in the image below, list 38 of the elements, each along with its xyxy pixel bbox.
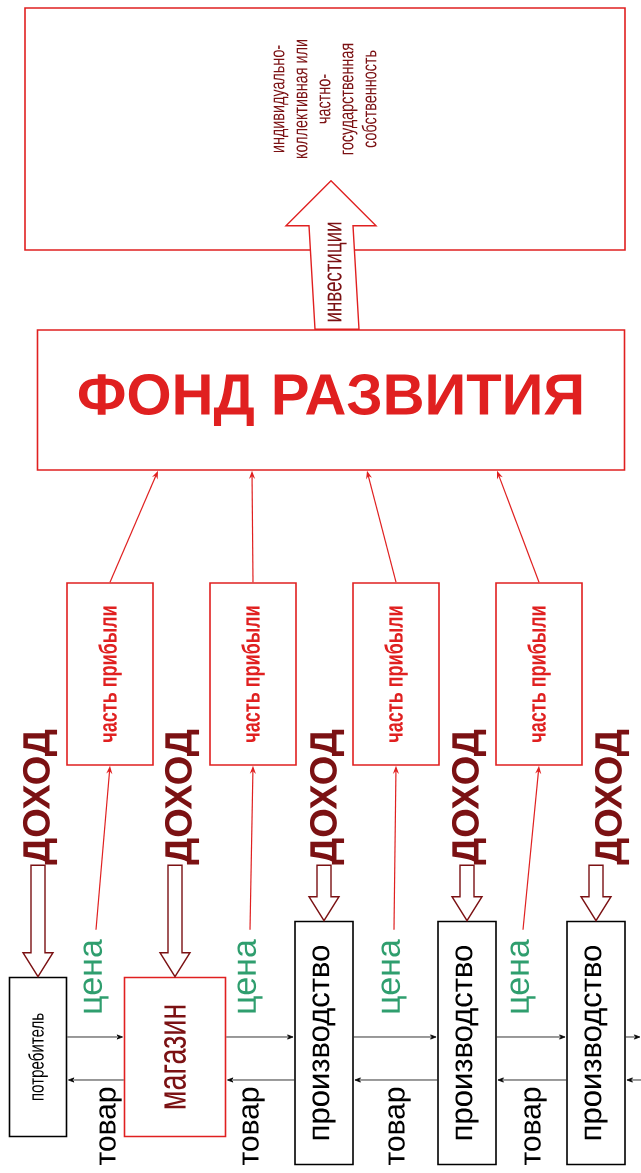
arrow (496, 1034, 566, 1040)
arrow (225, 1034, 294, 1040)
edge-label: товар (241, 1085, 266, 1167)
income-label: ДОХОД (309, 729, 345, 865)
income-label: ДОХОД (22, 729, 58, 865)
income-label: ДОХОД (451, 729, 487, 865)
arrow (158, 864, 192, 979)
profit-share-box: часть прибыли (495, 582, 583, 766)
price-label: цена (381, 939, 407, 1013)
price-label: цена (83, 939, 109, 1013)
profit-share-box: часть прибыли (352, 582, 440, 766)
edge-label: товар (523, 1085, 548, 1167)
income-label: ДОХОД (594, 729, 630, 865)
income-label: ДОХОД (164, 729, 200, 865)
arrow (626, 1077, 641, 1083)
profit-share-box: часть прибыли (66, 582, 154, 766)
consumer-box: потребитель (8, 976, 68, 1138)
arrow (227, 1077, 295, 1083)
fund-box: ФОНД РАЗВИТИЯ (36, 329, 626, 471)
price-label: цена (237, 939, 263, 1013)
edge-label: товар (98, 1085, 123, 1167)
arrow (354, 1077, 438, 1083)
arrow (497, 1077, 567, 1083)
arrow (307, 864, 341, 922)
production-box: производство (566, 920, 626, 1166)
arrow (450, 864, 484, 922)
shop-box: магазин (123, 976, 227, 1138)
production-box: производство (437, 920, 497, 1166)
production-box: производство (294, 920, 354, 1166)
edge-label: товар (387, 1085, 412, 1167)
price-label: цена (510, 939, 536, 1013)
arrow (625, 1034, 641, 1040)
arrow (353, 1034, 437, 1040)
arrow (68, 1077, 125, 1083)
arrow (21, 864, 55, 979)
arrow (66, 1034, 123, 1040)
arrow (579, 864, 613, 922)
profit-share-box: часть прибыли (209, 582, 297, 766)
